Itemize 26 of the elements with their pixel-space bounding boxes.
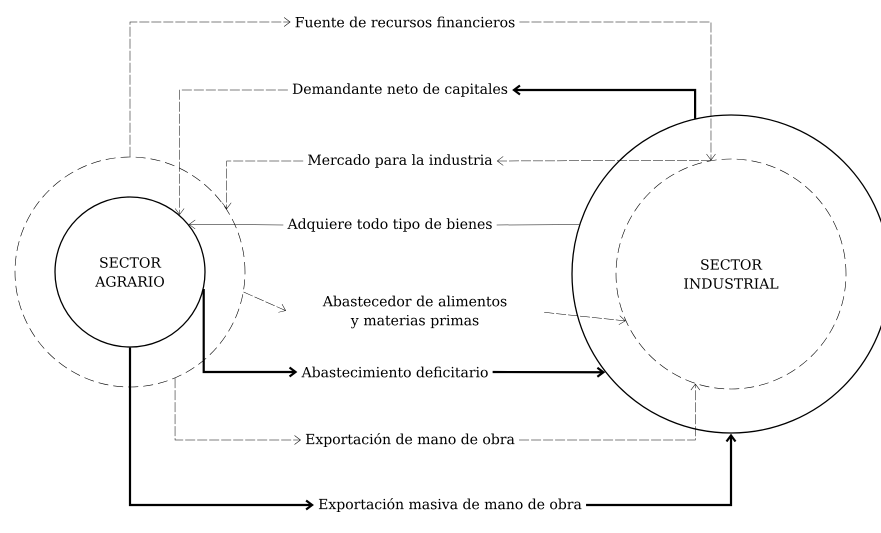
arrow (544, 312, 626, 325)
arrow (496, 156, 712, 166)
arrow (222, 160, 304, 210)
flow-label: Abastecimiento deficitario (302, 366, 488, 378)
arrow (130, 17, 290, 157)
flow-label: Exportación masiva de mano de obra (318, 498, 582, 512)
arrow (188, 220, 284, 230)
arrow (492, 366, 606, 378)
arrow (518, 384, 700, 440)
dashed-ring (14, 156, 246, 388)
flow-label: Exportación de mano de obra (306, 432, 514, 448)
flow-label: Mercado para la industria (308, 154, 492, 168)
flow-label: Abastecedor de alimentos y materias primas (322, 296, 506, 328)
flow-label: Adquiere todo tipo de bienes (287, 218, 492, 232)
flow-label: Demandante neto de capitales (292, 83, 508, 97)
arrow (202, 289, 298, 378)
flow-label: Fuente de recursos financieros (296, 16, 515, 28)
arrow (512, 84, 696, 118)
connector-line (496, 224, 580, 226)
arrow (174, 378, 301, 445)
outer-ring (571, 114, 881, 434)
arrow (243, 292, 286, 313)
arrow (174, 90, 288, 215)
arrow (128, 348, 314, 510)
arrow (586, 434, 736, 506)
arrow (519, 22, 716, 160)
